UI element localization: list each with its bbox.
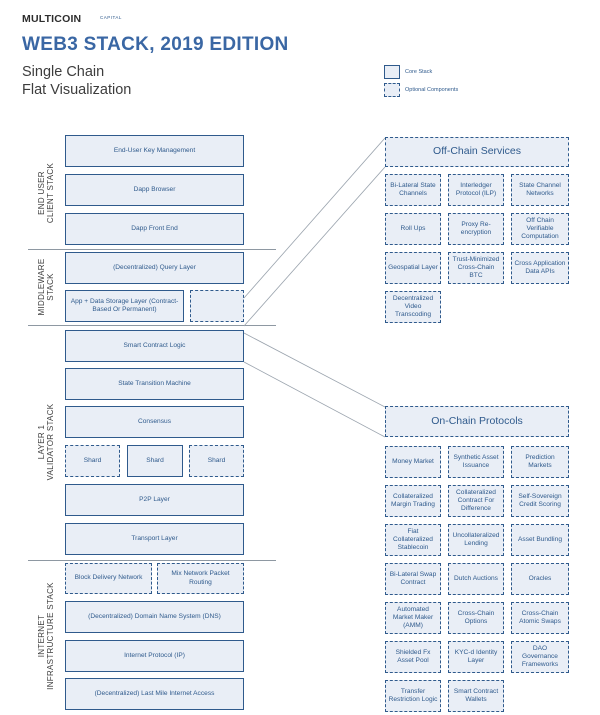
onchain-item: DAO Governance Frameworks: [511, 641, 569, 673]
offchain-item: Trust-Minimized Cross-Chain BTC: [448, 252, 504, 284]
stack-storage-optional: [190, 290, 244, 322]
onchain-item: Smart Contract Wallets: [448, 680, 504, 712]
onchain-item: Collateralized Contract For Difference: [448, 485, 504, 517]
offchain-item: Off Chain Verifiable Computation: [511, 213, 569, 245]
onchain-item: Oracles: [511, 563, 569, 595]
stack-shard-left: Shard: [65, 445, 120, 477]
onchain-item: Fiat Collateralized Stablecoin: [385, 524, 441, 556]
onchain-item: Cross-Chain Atomic Swaps: [511, 602, 569, 634]
page-title: WEB3 STACK, 2019 EDITION: [22, 34, 289, 55]
onchain-item: Bi-Lateral Swap Contract: [385, 563, 441, 595]
stack-dapp-front-end: Dapp Front End: [65, 213, 244, 245]
offchain-item: Roll Ups: [385, 213, 441, 245]
stack-state-transition-machine: State Transition Machine: [65, 368, 244, 400]
offchain-header: Off-Chain Services: [385, 137, 569, 167]
onchain-item: Transfer Restriction Logic: [385, 680, 441, 712]
offchain-item: Bi-Lateral State Channels: [385, 174, 441, 206]
legend-optional-swatch: [384, 83, 400, 97]
stack-p2p-layer: P2P Layer: [65, 484, 244, 516]
onchain-item: Synthetic Asset Issuance: [448, 446, 504, 478]
onchain-item: Asset Bundling: [511, 524, 569, 556]
stack-transport-layer: Transport Layer: [65, 523, 244, 555]
onchain-item: Shielded Fx Asset Pool: [385, 641, 441, 673]
separator-layer1-internet: [28, 560, 276, 561]
stack-block-delivery-network: Block Delivery Network: [65, 563, 152, 594]
offchain-item: Decentralized Video Transcoding: [385, 291, 441, 323]
stack-smart-contract-logic: Smart Contract Logic: [65, 330, 244, 362]
brand-logo-subtext: CAPITAL: [100, 15, 122, 20]
onchain-item: Collateralized Margin Trading: [385, 485, 441, 517]
legend-core-label: Core Stack: [405, 69, 433, 75]
stack-dapp-browser: Dapp Browser: [65, 174, 244, 206]
legend-optional-label: Optional Components: [405, 87, 459, 93]
subtitle-line-2: Flat Visualization: [22, 82, 132, 98]
subtitle-line-1: Single Chain: [22, 64, 105, 80]
stack-consensus: Consensus: [65, 406, 244, 438]
stack-key-management: End-User Key Management: [65, 135, 244, 167]
stack-shard-middle: Shard: [127, 445, 183, 477]
onchain-item: Cross-Chain Options: [448, 602, 504, 634]
onchain-item: Money Market: [385, 446, 441, 478]
stack-internet-protocol: Internet Protocol (IP): [65, 640, 244, 672]
legend-core-swatch: [384, 65, 400, 79]
offchain-item: State Channel Networks: [511, 174, 569, 206]
stack-dns: (Decentralized) Domain Name System (DNS): [65, 601, 244, 633]
onchain-header: On-Chain Protocols: [385, 406, 569, 437]
offchain-item: Interledger Protocol (ILP): [448, 174, 504, 206]
onchain-item: Automated Market Maker (AMM): [385, 602, 441, 634]
offchain-item: Cross Application Data APIs: [511, 252, 569, 284]
stack-storage-layer: App + Data Storage Layer (Contract-Based…: [65, 290, 184, 322]
separator-client-middleware: [28, 249, 276, 250]
onchain-item: Prediction Markets: [511, 446, 569, 478]
stack-shard-right: Shard: [189, 445, 244, 477]
offchain-item: Geospatial Layer: [385, 252, 441, 284]
stack-last-mile: (Decentralized) Last Mile Internet Acces…: [65, 678, 244, 710]
separator-middleware-layer1: [28, 325, 276, 326]
onchain-item: Uncollateralized Lending: [448, 524, 504, 556]
onchain-item: Self-Sovereign Credit Scoring: [511, 485, 569, 517]
onchain-item: Dutch Auctions: [448, 563, 504, 595]
onchain-item: KYC-d Identity Layer: [448, 641, 504, 673]
offchain-item: Proxy Re-encryption: [448, 213, 504, 245]
brand-logo-text: MULTICOIN: [22, 13, 82, 25]
stack-mix-network: Mix Network Packet Routing: [157, 563, 244, 594]
stack-query-layer: (Decentralized) Query Layer: [65, 252, 244, 284]
